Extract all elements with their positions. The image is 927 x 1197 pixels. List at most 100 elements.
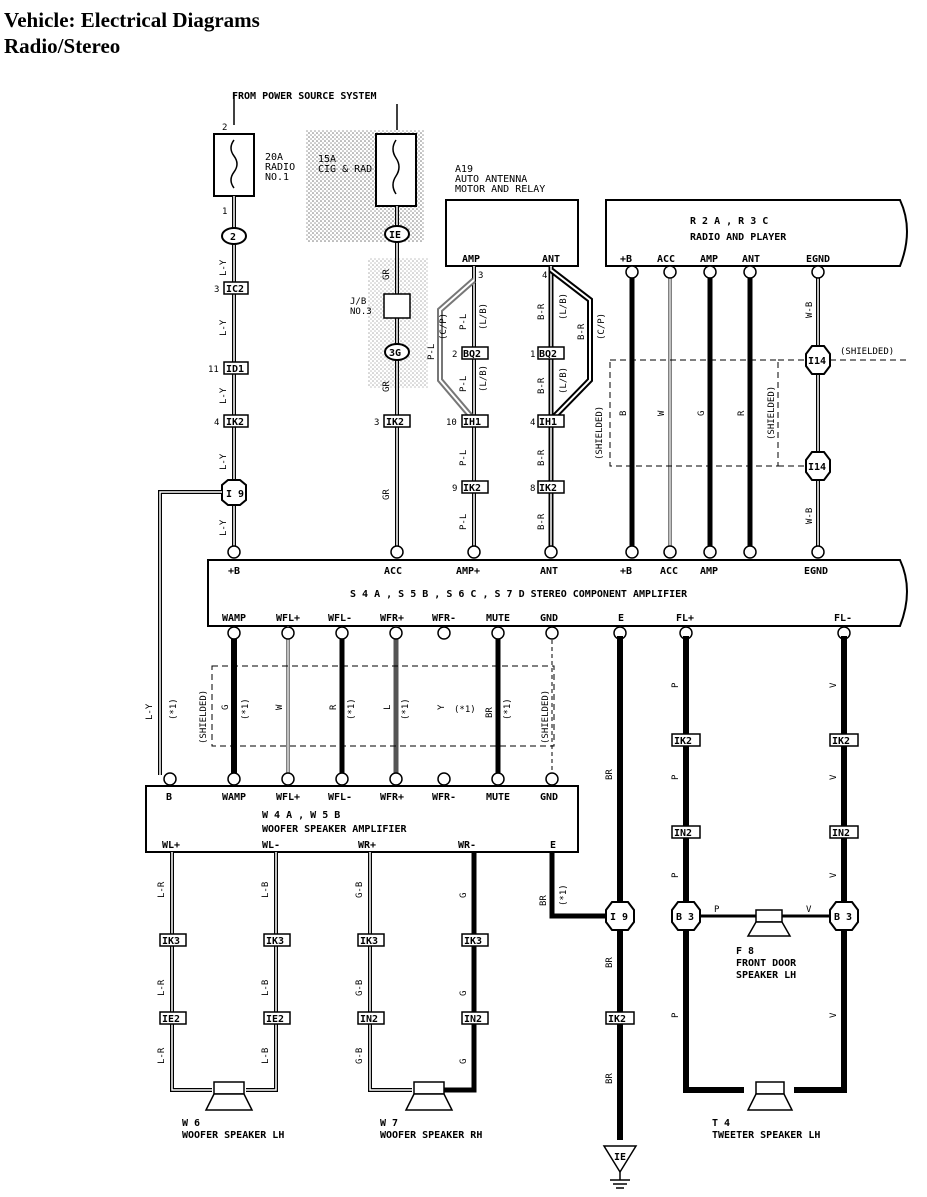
svg-text:V: V xyxy=(806,905,812,915)
svg-text:IK2: IK2 xyxy=(386,417,404,428)
radio-fuse xyxy=(213,133,255,197)
svg-text:AMP: AMP xyxy=(700,254,718,265)
svg-text:IC2: IC2 xyxy=(226,284,244,295)
svg-text:G: G xyxy=(697,411,707,416)
svg-text:(*1): (*1) xyxy=(401,698,411,720)
svg-text:IH1: IH1 xyxy=(539,417,557,428)
junction-b3-right xyxy=(829,901,859,931)
svg-text:ANT: ANT xyxy=(542,254,560,265)
page-subtitle: Radio/Stereo xyxy=(4,34,121,58)
svg-text:B 3: B 3 xyxy=(834,912,852,923)
svg-text:WOOFER SPEAKER LH: WOOFER SPEAKER LH xyxy=(182,1130,284,1141)
svg-text:L-B: L-B xyxy=(261,980,271,996)
svg-text:B-R: B-R xyxy=(537,513,547,530)
svg-text:W 4 A , W 5 B: W 4 A , W 5 B xyxy=(262,810,340,821)
svg-text:IK3: IK3 xyxy=(464,936,482,947)
svg-text:TWEETER SPEAKER LH: TWEETER SPEAKER LH xyxy=(712,1130,820,1141)
svg-text:(*1): (*1) xyxy=(559,884,569,906)
svg-text:L-Y: L-Y xyxy=(219,319,229,336)
svg-text:WL+: WL+ xyxy=(162,840,180,851)
svg-text:(SHIELDED): (SHIELDED) xyxy=(840,347,894,357)
svg-text:11: 11 xyxy=(208,365,219,375)
svg-text:WAMP: WAMP xyxy=(222,613,246,624)
svg-text:W: W xyxy=(657,410,667,416)
svg-text:9: 9 xyxy=(452,484,457,494)
svg-text:(C/P): (C/P) xyxy=(439,313,449,340)
svg-text:IK2: IK2 xyxy=(674,736,692,747)
svg-text:(SHIELDED): (SHIELDED) xyxy=(595,406,605,460)
svg-text:WFR+: WFR+ xyxy=(380,613,404,624)
shielded-zone-radio xyxy=(609,359,779,467)
svg-text:WFR+: WFR+ xyxy=(380,792,404,803)
svg-text:L-Y: L-Y xyxy=(219,519,229,536)
svg-text:WAMP: WAMP xyxy=(222,792,246,803)
svg-text:WOOFER SPEAKER AMPLIFIER: WOOFER SPEAKER AMPLIFIER xyxy=(262,824,407,835)
svg-text:L-R: L-R xyxy=(157,979,167,996)
svg-text:(SHIELDED): (SHIELDED) xyxy=(199,690,209,744)
svg-text:F 8: F 8 xyxy=(736,946,754,957)
svg-text:P: P xyxy=(671,682,681,688)
svg-text:IK2: IK2 xyxy=(463,483,481,494)
antenna-id: A19 xyxy=(455,164,473,175)
connector-ik2-1 xyxy=(223,414,249,428)
svg-text:V: V xyxy=(829,774,839,780)
svg-text:L-B: L-B xyxy=(261,882,271,898)
svg-text:B-R: B-R xyxy=(537,449,547,466)
svg-text:B: B xyxy=(166,792,172,803)
front-door-speaker-icon xyxy=(746,909,792,937)
svg-text:3: 3 xyxy=(374,418,379,428)
svg-text:WFR-: WFR- xyxy=(432,613,456,624)
svg-text:P: P xyxy=(671,774,681,780)
svg-text:20A: 20A xyxy=(265,152,283,163)
svg-text:G: G xyxy=(459,893,469,898)
svg-text:2: 2 xyxy=(230,232,236,243)
svg-text:S 4 A , S 5 B , S 6 C , S 7 D: S 4 A , S 5 B , S 6 C , S 7 D STEREO COM… xyxy=(350,589,688,600)
svg-text:IN2: IN2 xyxy=(464,1014,482,1025)
svg-text:(SHIELDED): (SHIELDED) xyxy=(541,690,551,744)
svg-text:B-R: B-R xyxy=(537,377,547,394)
svg-text:V: V xyxy=(829,1012,839,1018)
svg-text:IH1: IH1 xyxy=(463,417,481,428)
svg-text:L: L xyxy=(383,705,393,710)
svg-text:1: 1 xyxy=(222,207,227,217)
svg-text:IN2: IN2 xyxy=(674,828,692,839)
woofer-speaker-amplifier xyxy=(145,785,579,853)
svg-text:R: R xyxy=(329,704,339,710)
svg-text:(C/P): (C/P) xyxy=(597,313,607,340)
junction-i9-top xyxy=(221,479,247,506)
jb-no3 xyxy=(383,293,411,319)
connector-ic2 xyxy=(223,281,249,295)
svg-text:E: E xyxy=(618,613,624,624)
ground-icon: IE xyxy=(602,1145,638,1189)
svg-text:I14: I14 xyxy=(808,356,826,367)
svg-text:G: G xyxy=(221,705,231,710)
svg-text:WL-: WL- xyxy=(262,840,280,851)
svg-text:L-Y: L-Y xyxy=(219,259,229,276)
svg-text:IE2: IE2 xyxy=(266,1014,284,1025)
svg-text:W: W xyxy=(275,704,285,710)
svg-text:BR: BR xyxy=(605,1073,615,1084)
woofer-speaker-lh-icon xyxy=(204,1081,254,1111)
svg-text:BQ2: BQ2 xyxy=(539,349,557,360)
svg-text:4: 4 xyxy=(530,418,535,428)
svg-text:1: 1 xyxy=(530,350,535,360)
svg-text:NO.1: NO.1 xyxy=(265,172,289,183)
svg-text:W-B: W-B xyxy=(805,508,815,524)
shielded-zone-woofer xyxy=(211,665,555,747)
svg-text:L-B: L-B xyxy=(261,1048,271,1064)
svg-text:IK2: IK2 xyxy=(832,736,850,747)
svg-text:L-Y: L-Y xyxy=(219,453,229,470)
svg-text:L-Y: L-Y xyxy=(219,387,229,404)
svg-text:P-L: P-L xyxy=(459,314,469,330)
svg-text:RADIO: RADIO xyxy=(265,162,295,173)
svg-text:AMP: AMP xyxy=(700,566,718,577)
svg-text:I14: I14 xyxy=(808,462,826,473)
svg-text:MOTOR AND RELAY: MOTOR AND RELAY xyxy=(455,184,545,195)
svg-text:CIG & RAD: CIG & RAD xyxy=(318,164,372,175)
svg-text:AMP: AMP xyxy=(462,254,480,265)
svg-text:V: V xyxy=(829,872,839,878)
svg-text:+B: +B xyxy=(620,254,632,265)
svg-text:ANT: ANT xyxy=(742,254,760,265)
svg-text:4: 4 xyxy=(542,271,547,281)
